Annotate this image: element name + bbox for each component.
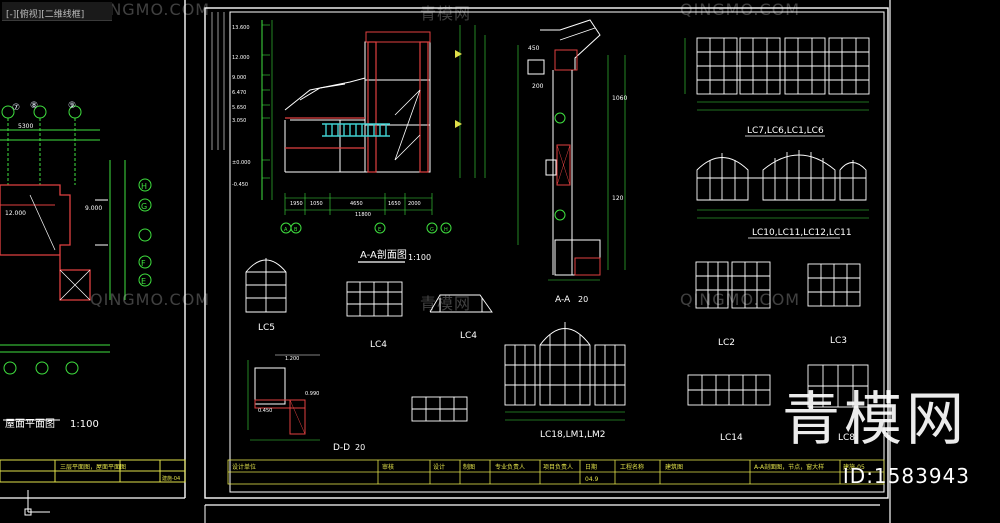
lc4b-label: LC4 [460, 331, 477, 341]
aa-elev-0: 13.600 [232, 25, 250, 31]
aa-elev-6: ±0.000 [232, 160, 251, 166]
tb-cell-8: 日期 [585, 463, 597, 471]
window-lc8 [807, 364, 869, 408]
watermark: QINGMO.COM [680, 290, 801, 309]
title-block [227, 459, 885, 485]
tb-cell-7: 建筑图 [665, 463, 683, 471]
viewport-tab[interactable]: [-][俯视][二维线框] [2, 2, 112, 21]
detail-dim-3: 120 [612, 195, 624, 202]
axis-label-9: ⑨ [68, 101, 76, 111]
lc4a-label: LC4 [370, 340, 387, 350]
lc10-label: LC10,LC11,LC12,LC11 [752, 228, 852, 238]
aa-axis-g: G [430, 227, 434, 233]
aa-title: A-A剖面图 [360, 248, 407, 261]
detail-title: A-A [555, 295, 571, 305]
dd-elev-0: 1.200 [285, 356, 299, 362]
window-lc10-set [696, 150, 867, 201]
tb-drawing-name: A-A剖面图，节点，窗大样 [754, 463, 824, 471]
eave-detail [517, 19, 626, 281]
lc7-label: LC7,LC6,LC1,LC6 [747, 126, 824, 136]
lc3-label: LC3 [830, 336, 847, 346]
window-lc2 [695, 261, 771, 309]
ucs-icon [24, 490, 50, 516]
window-lc4a [346, 281, 403, 317]
elev-12: 12.000 [5, 210, 26, 217]
watermark-cn: 青模网 [420, 4, 472, 23]
axis-label-8: ⑧ [30, 101, 38, 111]
aa-dim-3: 1650 [388, 201, 401, 207]
plan-scale: 1:100 [70, 419, 99, 430]
tb-sheet-no: 建施-05 [843, 463, 865, 471]
tb-cell-4: 专业负责人 [495, 463, 525, 471]
aa-elev-1: 12.000 [232, 55, 250, 61]
axis-label-7: ⑦ [12, 103, 20, 113]
aa-elev-7: -0.450 [232, 182, 248, 188]
window-lc14 [687, 374, 771, 406]
left-axis-bubbles [0, 105, 152, 300]
watermark-cn: 青模网 [420, 294, 472, 313]
detail-dim-1: 200 [532, 83, 544, 90]
aa-section-drawing [261, 20, 486, 234]
dd-section-drawing [247, 354, 320, 441]
dd-title: D-D [333, 443, 350, 453]
tb-cell-0: 设计单位 [232, 463, 256, 471]
viewport-tab-label: [-][俯视][二维线框] [6, 10, 85, 20]
aa-elev-2: 9.000 [232, 75, 246, 81]
tb-cell-2: 设计 [433, 463, 445, 471]
aa-axis-b: B [294, 227, 298, 233]
aa-elev-5: 3.050 [232, 118, 246, 124]
axis-label-f: F [141, 259, 146, 268]
roof-plan [0, 184, 110, 421]
window-lc18 [504, 322, 626, 406]
aa-axis-a: A [284, 227, 288, 233]
left-sheet-frame [0, 0, 186, 499]
aa-axis-e: E [378, 227, 381, 233]
window-lc4b [429, 294, 493, 313]
tb-cell-5: 项目负责人 [543, 463, 573, 471]
lc8-label: LC8 [838, 433, 855, 443]
detail-scale: 20 [578, 295, 588, 304]
aa-elev-4: 5.650 [232, 105, 246, 111]
lc18-label: LC18,LM1,LM2 [540, 430, 605, 440]
window-lc3 [807, 263, 861, 307]
aa-dim-0: 1950 [290, 201, 303, 207]
lc14-label: LC14 [720, 433, 743, 443]
axis-label-g: G [141, 202, 147, 211]
main-sheet-frame [204, 0, 891, 523]
axis-label-e: E [141, 277, 146, 286]
watermark: QINGMO.COM [90, 290, 211, 309]
detail-dim-2: 1060 [612, 95, 627, 102]
watermark: QINGMO.COM [680, 0, 801, 19]
plan-title: 屋面平面图 [5, 418, 55, 430]
asset-id: ID:1583943 [842, 464, 970, 488]
detail-dim-0: 450 [528, 45, 540, 52]
brand-logo: 青模网 [781, 385, 968, 453]
dd-elev-1: 0.990 [305, 391, 319, 397]
dim-top: 5300 [18, 123, 33, 130]
dd-elev-2: 0.450 [258, 408, 272, 414]
tb-cell-9: 04.9 [585, 476, 599, 483]
elev-9: 9.000 [85, 205, 102, 212]
aa-dim-4: 2000 [408, 201, 421, 207]
aa-scale: 1:100 [408, 253, 431, 262]
aa-dim-2: 4650 [350, 201, 363, 207]
aa-axis-h: H [444, 227, 448, 233]
window-small-left [411, 396, 468, 422]
dd-scale: 20 [355, 443, 365, 452]
tb-cell-6: 工程名称 [620, 463, 644, 471]
tb-cell-1: 审核 [382, 463, 394, 471]
window-lc7-set [696, 37, 870, 95]
watermark: QINGMO.COM [90, 0, 211, 19]
aa-dim-total: 11800 [355, 212, 371, 218]
lc5-label: LC5 [258, 323, 275, 333]
lc2-label: LC2 [718, 338, 735, 348]
aa-elev-3: 6.470 [232, 90, 246, 96]
tb-cell-3: 制图 [463, 463, 475, 471]
left-footer-title: 三层平面图，屋面平面图 [60, 464, 126, 471]
axis-label-h: H [141, 182, 147, 191]
left-footer-sheet: 建施-04 [162, 475, 180, 482]
aa-dim-1: 1050 [310, 201, 323, 207]
window-lc5 [245, 258, 287, 313]
